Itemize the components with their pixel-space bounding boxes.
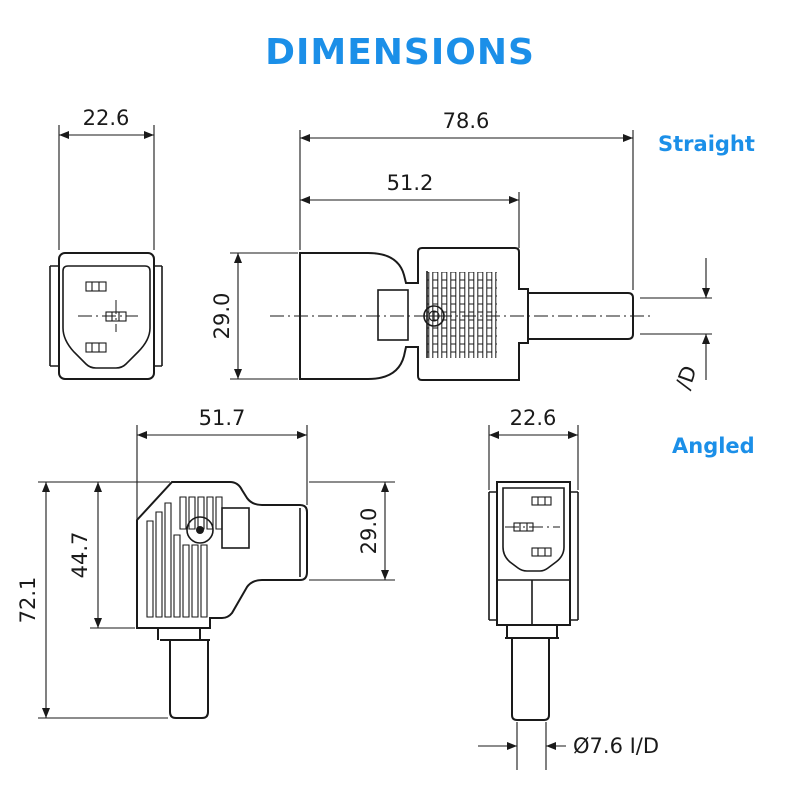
dim-angled-body-width [136, 425, 308, 520]
straight-front-pins [85, 281, 127, 353]
angled-label: Angled [672, 434, 755, 458]
label-angled-height: 29.0 [357, 508, 381, 555]
dim-straight-cable [640, 258, 712, 380]
dim-angled-total-height [38, 481, 168, 719]
dim-straight-body-length [300, 192, 520, 248]
label-straight-front-width: 22.6 [83, 106, 130, 130]
label-angled-body-width: 51.7 [199, 406, 246, 430]
label-straight-height: 29.0 [210, 293, 234, 340]
straight-front-view [49, 252, 163, 380]
dim-angled-mid-height [90, 481, 170, 629]
dim-angled-side-width [488, 425, 579, 490]
dim-straight-total-length [299, 130, 634, 290]
page-title: DIMENSIONS [265, 32, 535, 73]
angled-side-screw [186, 516, 214, 544]
angled-side-fins [146, 496, 223, 618]
label-angled-mid-height: 44.7 [68, 532, 92, 579]
label-straight-cable: /D [671, 363, 702, 393]
label-angled-side-width: 22.6 [510, 406, 557, 430]
angled-front-view [488, 481, 579, 721]
dim-angled-height [309, 481, 395, 581]
straight-label: Straight [658, 132, 755, 156]
dim-straight-front-width [58, 125, 155, 250]
label-angled-cable-diameter: Ø7.6 I/D [573, 734, 659, 758]
dim-straight-height [230, 252, 298, 380]
dim-angled-cable-diameter [478, 722, 566, 770]
label-angled-total-height: 72.1 [16, 577, 40, 624]
angled-side-view [136, 481, 308, 719]
straight-side-view [270, 247, 650, 381]
label-straight-body-length: 51.2 [387, 171, 434, 195]
label-straight-total-length: 78.6 [443, 109, 490, 133]
